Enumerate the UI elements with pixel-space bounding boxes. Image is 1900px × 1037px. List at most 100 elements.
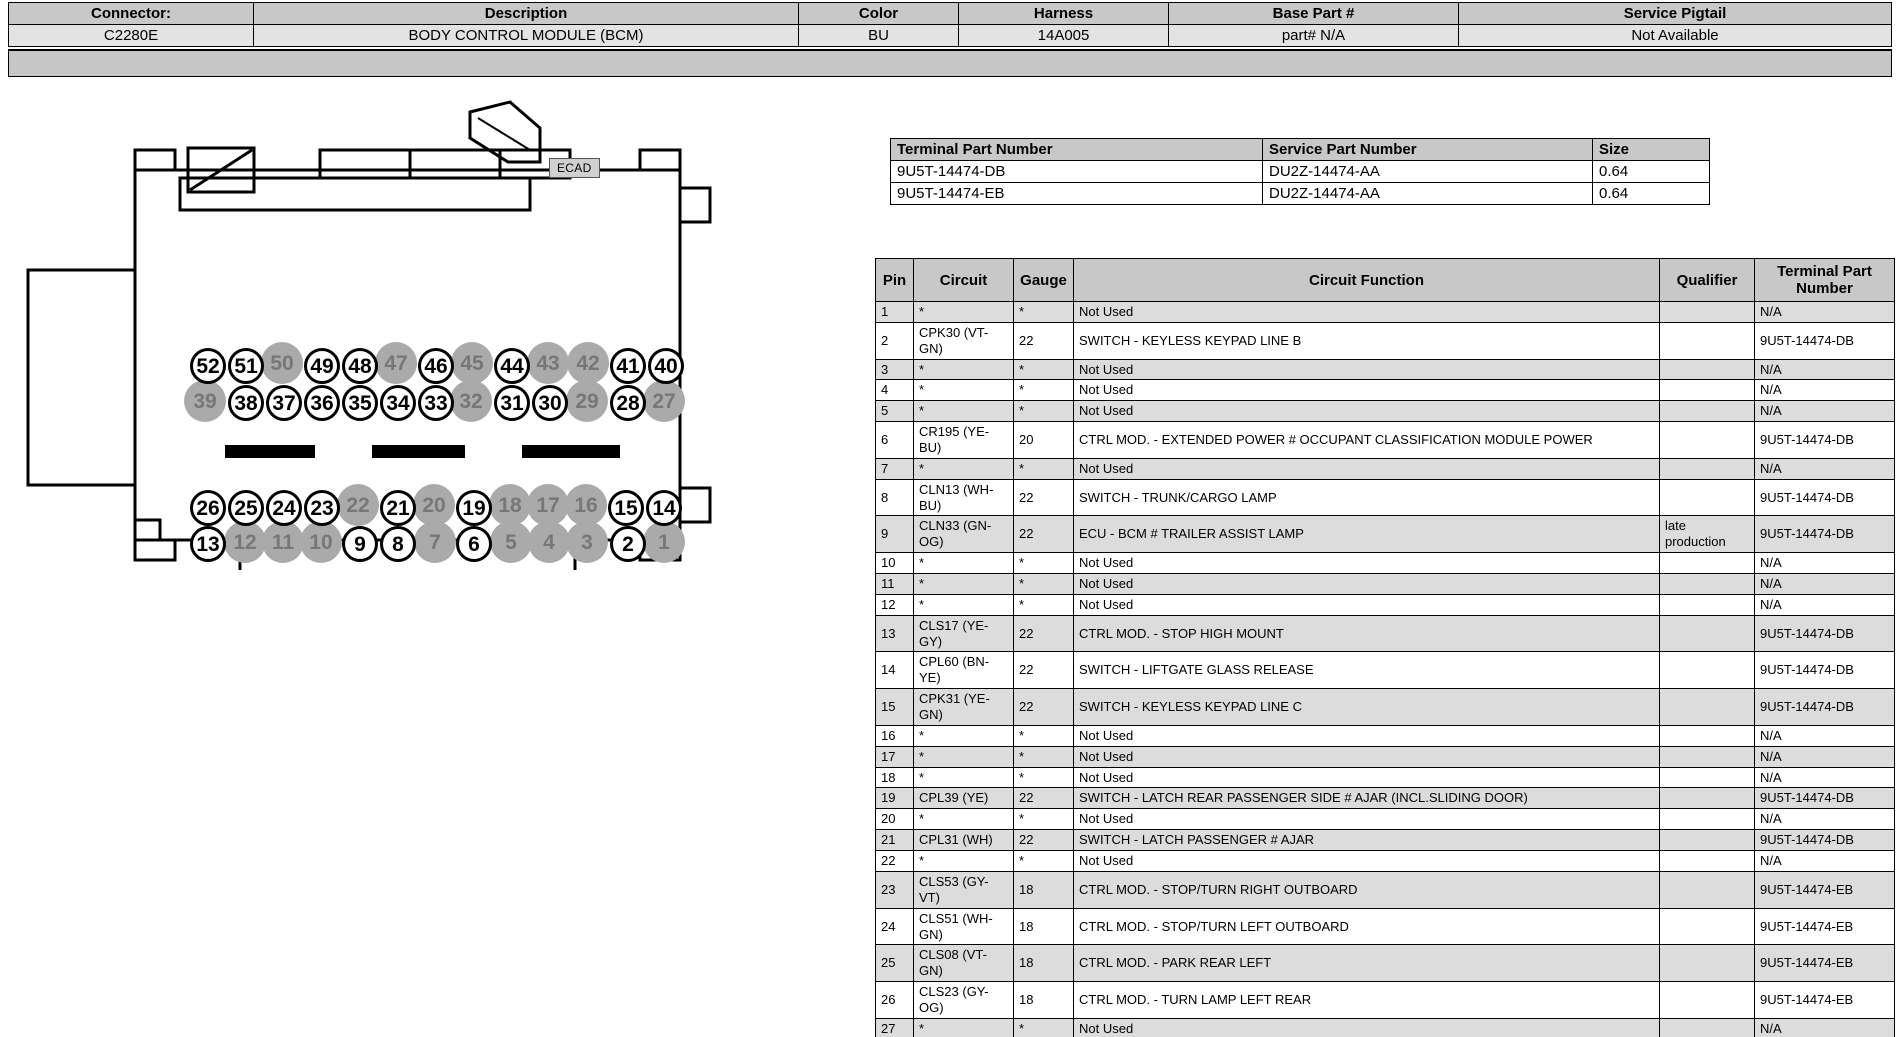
pin-cell-circuit: CR195 (YE-BU) — [913, 421, 1014, 459]
pin-circle-38[interactable]: 38 — [228, 385, 264, 421]
pin-cell-terminal-part-number: N/A — [1754, 1017, 1895, 1037]
pin-cell-circuit: CLS17 (YE-GY) — [913, 614, 1014, 653]
pin-circle-23[interactable]: 23 — [304, 490, 340, 526]
pin-cell-gauge: 18 — [1013, 981, 1074, 1019]
pin-circle-30[interactable]: 30 — [532, 385, 568, 421]
pin-circle-10[interactable]: 10 — [300, 521, 342, 563]
pin-circle-29[interactable]: 29 — [566, 380, 608, 422]
pin-circle-27[interactable]: 27 — [643, 380, 685, 422]
pin-circle-7[interactable]: 7 — [414, 521, 456, 563]
pin-cell-gauge: 22 — [1013, 787, 1074, 810]
pin-circle-34[interactable]: 34 — [380, 385, 416, 421]
pin-cell-qualifier — [1659, 651, 1755, 690]
pin-circle-5[interactable]: 5 — [490, 521, 532, 563]
pin-circle-4[interactable]: 4 — [528, 521, 570, 563]
pin-cell-function: CTRL MOD. - TURN LAMP LEFT REAR — [1073, 981, 1660, 1019]
pin-circle-40[interactable]: 40 — [648, 348, 684, 384]
pin-cell-gauge: * — [1013, 1017, 1074, 1037]
pin-circle-32[interactable]: 32 — [450, 380, 492, 422]
pin-circle-2[interactable]: 2 — [610, 526, 646, 562]
pin-cell-terminal-part-number: 9U5T-14474-DB — [1754, 515, 1895, 554]
pin-circle-48[interactable]: 48 — [342, 348, 378, 384]
pin-circle-24[interactable]: 24 — [266, 490, 302, 526]
pin-circle-17[interactable]: 17 — [527, 484, 569, 526]
pin-circle-28[interactable]: 28 — [610, 385, 646, 421]
pin-circle-43[interactable]: 43 — [527, 342, 569, 384]
pin-circle-12[interactable]: 12 — [224, 521, 266, 563]
pin-circle-41[interactable]: 41 — [610, 348, 646, 384]
pin-cell-number: 10 — [875, 552, 914, 575]
pin-circle-35[interactable]: 35 — [342, 385, 378, 421]
pin-circle-9[interactable]: 9 — [342, 526, 378, 562]
pin-circle-26[interactable]: 26 — [190, 490, 226, 526]
pin-circle-33[interactable]: 33 — [418, 385, 454, 421]
pin-circle-50[interactable]: 50 — [261, 342, 303, 384]
pin-cell-number: 24 — [875, 907, 914, 946]
pin-circle-25[interactable]: 25 — [228, 490, 264, 526]
pin-circle-1[interactable]: 1 — [643, 521, 685, 563]
pin-circle-13[interactable]: 13 — [190, 526, 226, 562]
pin-circle-49[interactable]: 49 — [304, 348, 340, 384]
pin-cell-function: SWITCH - TRUNK/CARGO LAMP — [1073, 478, 1660, 517]
terminal-col-terminal-part-number: Terminal Part Number — [890, 138, 1263, 161]
pin-cell-terminal-part-number: N/A — [1754, 593, 1895, 616]
pin-cell-qualifier — [1659, 358, 1755, 381]
header-value-connector: C2280E — [8, 24, 254, 47]
pin-cell-terminal-part-number: 9U5T-14474-DB — [1754, 421, 1895, 459]
pin-circle-44[interactable]: 44 — [494, 348, 530, 384]
pin-col-pin: Pin — [875, 258, 914, 302]
pin-circle-39[interactable]: 39 — [184, 380, 226, 422]
pin-circle-8[interactable]: 8 — [380, 526, 416, 562]
pin-cell-function: Not Used — [1073, 745, 1660, 768]
pin-circle-36[interactable]: 36 — [304, 385, 340, 421]
pin-cell-gauge: 22 — [1013, 321, 1074, 360]
pin-cell-number: 25 — [875, 944, 914, 983]
pin-circle-11[interactable]: 11 — [262, 521, 304, 563]
pin-assignment-table: Pin Circuit Gauge Circuit Function Quali… — [875, 258, 1895, 1037]
pin-cell-gauge: * — [1013, 552, 1074, 575]
pin-cell-terminal-part-number: 9U5T-14474-EB — [1754, 981, 1895, 1019]
pin-circle-20[interactable]: 20 — [413, 484, 455, 526]
pin-cell-gauge: 22 — [1013, 829, 1074, 852]
pin-circle-31[interactable]: 31 — [494, 385, 530, 421]
pin-circle-22[interactable]: 22 — [337, 484, 379, 526]
pin-cell-number: 8 — [875, 478, 914, 517]
pin-cell-circuit: * — [913, 457, 1014, 480]
pin-circle-21[interactable]: 21 — [380, 490, 416, 526]
header-value-harness: 14A005 — [958, 24, 1169, 47]
pin-circle-51[interactable]: 51 — [228, 348, 264, 384]
pin-circle-18[interactable]: 18 — [489, 484, 531, 526]
pin-circle-47[interactable]: 47 — [375, 342, 417, 384]
pin-circle-19[interactable]: 19 — [456, 490, 492, 526]
terminal-cell-service-part-number: DU2Z-14474-AA — [1262, 160, 1593, 183]
pin-cell-circuit: CLS51 (WH-GN) — [913, 907, 1014, 946]
pin-circle-15[interactable]: 15 — [608, 490, 644, 526]
pin-cell-terminal-part-number: N/A — [1754, 552, 1895, 575]
pin-cell-number: 13 — [875, 614, 914, 653]
pin-cell-terminal-part-number: N/A — [1754, 457, 1895, 480]
pin-circle-14[interactable]: 14 — [646, 490, 682, 526]
pin-cell-circuit: CLN33 (GN-OG) — [913, 515, 1014, 554]
pin-cell-function: CTRL MOD. - STOP HIGH MOUNT — [1073, 614, 1660, 653]
pin-cell-number: 15 — [875, 688, 914, 726]
pin-cell-number: 2 — [875, 321, 914, 360]
pin-circle-37[interactable]: 37 — [266, 385, 302, 421]
pin-circle-45[interactable]: 45 — [451, 342, 493, 384]
pin-cell-function: SWITCH - KEYLESS KEYPAD LINE B — [1073, 321, 1660, 360]
pin-circle-52[interactable]: 52 — [190, 348, 226, 384]
pin-circle-46[interactable]: 46 — [418, 348, 454, 384]
pin-circle-42[interactable]: 42 — [567, 342, 609, 384]
pin-cell-qualifier — [1659, 301, 1755, 323]
pin-cell-qualifier — [1659, 981, 1755, 1019]
pin-cell-function: Not Used — [1073, 850, 1660, 872]
pin-circle-16[interactable]: 16 — [565, 484, 607, 526]
pin-circle-3[interactable]: 3 — [566, 521, 608, 563]
pin-circle-6[interactable]: 6 — [456, 526, 492, 562]
